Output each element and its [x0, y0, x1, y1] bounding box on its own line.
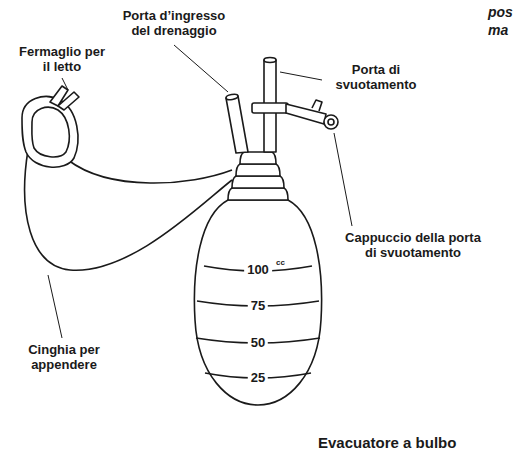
part-name: Cinghia per appendere [14, 342, 114, 372]
leader-line [174, 45, 228, 92]
emptying-port-cap [328, 119, 334, 125]
figure-caption: Evacuatore a bulbo [318, 434, 456, 452]
bed-clip-jaw [58, 92, 79, 110]
leader-line [62, 78, 68, 90]
hanging-strap [68, 160, 232, 183]
neck-ring [228, 188, 288, 200]
neck-ring [240, 152, 276, 164]
part-name: Fermaglio per il letto [14, 44, 110, 74]
leader-line [334, 133, 352, 226]
part-name: Cappuccio della porta di svuotamento [338, 230, 488, 260]
part-name: Porta di svuotamento [326, 62, 426, 92]
neck-ring [232, 176, 284, 188]
emptying-port [264, 58, 276, 63]
emptying-port-collar [252, 103, 288, 113]
note-fragment: pos [488, 4, 513, 21]
graduation-number: 25 [248, 371, 268, 385]
emptying-port-cap [312, 100, 322, 111]
graduation-number: 100 [244, 263, 272, 277]
part-name: Porta d’ingresso del drenaggio [112, 8, 236, 38]
unit-mark: cc [276, 258, 285, 267]
graduation-number: 50 [248, 336, 268, 350]
drainage-inlet-port [226, 93, 239, 100]
neck-ring [236, 164, 280, 176]
bed-clip [22, 97, 78, 168]
bulb-body [194, 200, 321, 405]
drainage-inlet-port [226, 96, 248, 153]
emptying-port-cap [324, 115, 338, 129]
graduation-number: 75 [248, 299, 268, 313]
leader-line [48, 275, 62, 338]
leader-line [280, 72, 322, 80]
note-fragment: ma [488, 22, 508, 39]
bed-clip [32, 107, 69, 157]
